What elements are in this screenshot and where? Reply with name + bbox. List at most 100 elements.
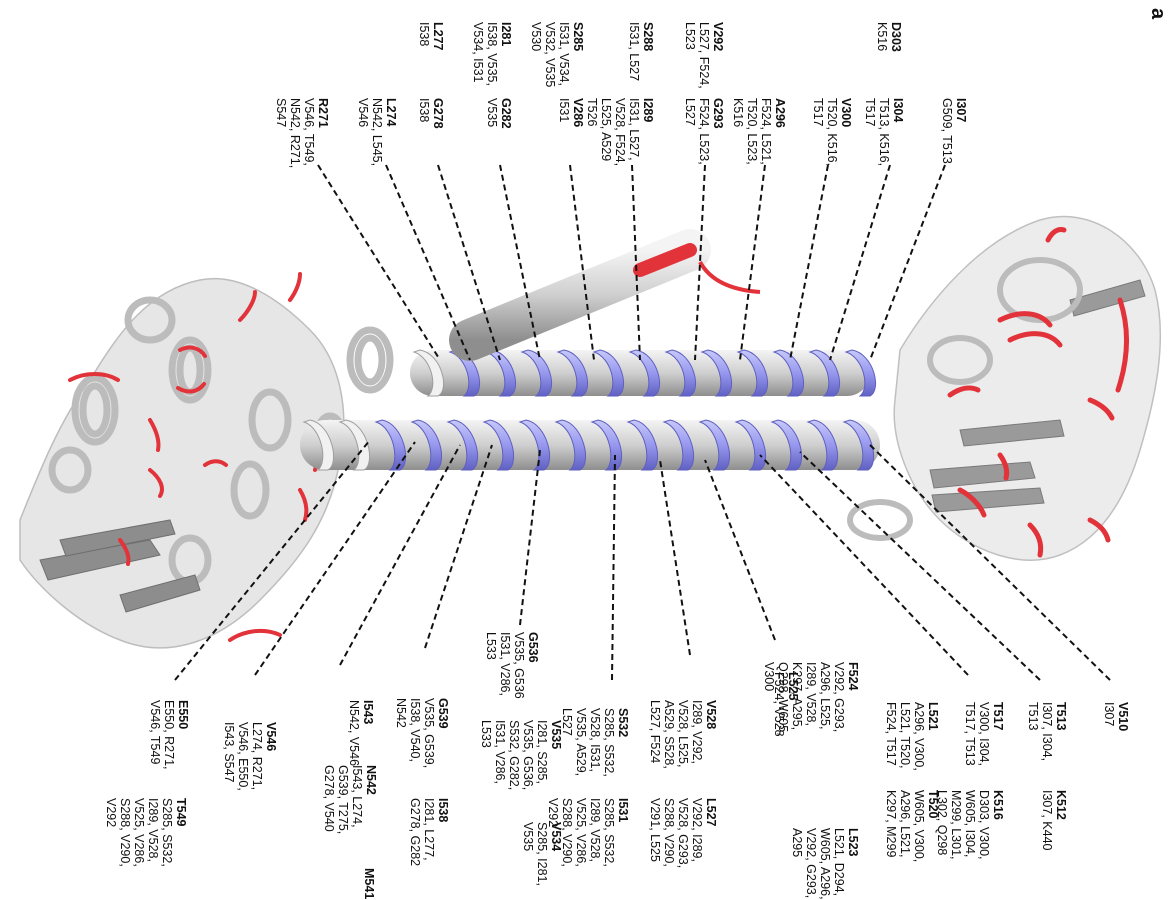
residue-name: L521	[926, 702, 940, 771]
contact-residues: G539, T275,	[336, 765, 350, 834]
residue-label-L274: L274N542, L545,V546	[356, 98, 398, 166]
residue-label-G539: G539V535, G539,I538, V540,N542	[394, 698, 450, 768]
contact-residues: S285, S532,	[160, 798, 174, 867]
residue-name: I289	[641, 98, 655, 166]
contact-residues: A296, V300,	[912, 702, 926, 771]
contact-residues: L527, F524,	[697, 22, 711, 89]
residue-label-S288: S288I531, L527	[627, 22, 655, 81]
contact-residues: I531, V534,	[557, 22, 571, 87]
residue-name: G278	[431, 98, 445, 129]
contact-residues: V546, T549,	[302, 98, 316, 168]
contact-residues: V292	[104, 798, 118, 867]
contact-residues: V292, I289,	[690, 798, 704, 868]
leader-line-I543	[340, 445, 460, 665]
contact-residues: T520, K516,	[825, 98, 839, 166]
contact-residues: V535	[485, 98, 499, 129]
contact-residues: I281, L277,	[422, 798, 436, 866]
contact-residues: L302, Q298	[935, 790, 949, 860]
residue-name: M541	[362, 868, 376, 899]
residue-name: L277	[431, 22, 445, 51]
residue-label-T513: T513I307, I304,T513	[1026, 702, 1068, 761]
leader-line-S285	[570, 165, 594, 360]
helix-lower	[300, 420, 880, 470]
contact-residues: K297, M299	[884, 790, 898, 862]
contact-residues: V292, G293,	[832, 662, 846, 736]
contact-residues: I538	[417, 98, 431, 129]
residue-name: V300	[839, 98, 853, 166]
leader-line-V528	[660, 460, 690, 655]
residue-label-V528: V528I289, V292,V528, L525,A529, S528,L52…	[648, 700, 718, 769]
residue-name: I538	[436, 798, 450, 866]
residue-name: S532	[616, 708, 630, 777]
residue-name: V510	[1116, 702, 1130, 731]
contact-residues: V532, V535	[543, 22, 557, 87]
contact-residues: I307, I304,	[1040, 702, 1054, 761]
contact-residues: V528, I531,	[588, 708, 602, 777]
contact-residues: G278, V540	[322, 765, 336, 834]
contact-residues: I307	[1102, 702, 1116, 731]
contact-residues: S288, V290,	[560, 798, 574, 867]
contact-residues: V535, A529,	[574, 708, 588, 777]
contact-residues: V300	[762, 662, 776, 736]
contact-residues: N542	[394, 698, 408, 768]
contact-residues: V546, E550,	[236, 722, 250, 791]
residue-label-G278: G278I538	[417, 98, 445, 129]
contact-residues: S285, S532,	[602, 798, 616, 867]
contact-residues: I281, S285,	[535, 720, 549, 790]
contact-residues: T520, L523,	[745, 98, 759, 165]
contact-residues: I289, V528,	[146, 798, 160, 867]
contact-residues: L274, R271,	[250, 722, 264, 791]
contact-residues: V291, L525	[648, 798, 662, 868]
residue-name: R271	[316, 98, 330, 168]
contact-residues: I531, V286,	[493, 720, 507, 790]
residue-label-I304: I304T513, K516,T517	[863, 98, 905, 166]
residue-name: T517	[991, 702, 1005, 766]
contact-residues: W605, V300,	[912, 790, 926, 862]
contact-residues: I531, V286,	[498, 632, 512, 699]
contact-residues: A529, S528,	[662, 700, 676, 769]
residue-name: G282	[499, 98, 513, 129]
contact-residues: I543, L274,	[350, 765, 364, 834]
residue-name: F524	[846, 662, 860, 736]
residue-label-F524: F524V292, G293,A296, L525,I289, V528,K29…	[762, 662, 860, 736]
residue-name: I304	[891, 98, 905, 166]
contact-residues: L533	[479, 720, 493, 790]
contact-residues: I543, S547	[222, 722, 236, 791]
residue-name: I531	[616, 798, 630, 867]
residue-label-I531: I531S285, S532,I289, V528,V525, V286,S28…	[546, 798, 630, 867]
contact-residues: I538, V540,	[408, 698, 422, 768]
residue-name: L274	[384, 98, 398, 166]
contact-residues: V528, G293,	[676, 798, 690, 868]
contact-residues: T517	[863, 98, 877, 166]
residue-label-V535: V535I281, S285,V535, G536,S532, G282,I53…	[479, 720, 563, 790]
leader-line-G539	[425, 445, 492, 648]
residue-label-E550: E550E550, R271,V546, T549	[148, 700, 190, 770]
contact-residues: T513, K516,	[877, 98, 891, 166]
contact-residues: L525, A529	[599, 98, 613, 166]
residue-name: G539	[436, 698, 450, 768]
contact-residues: M299, L301,	[949, 790, 963, 860]
contact-residues: V300, I304,	[977, 702, 991, 766]
residue-label-L527: L527V292, I289,V528, G293,S288, V290,V29…	[648, 798, 718, 868]
residue-name: T513	[1054, 702, 1068, 761]
residue-name: T549	[174, 798, 188, 867]
contact-residues: A296, L525,	[818, 662, 832, 736]
contact-residues: A296, L521,	[898, 790, 912, 862]
residue-label-G293: G293F524, L523,L527	[683, 98, 725, 165]
contact-residues: I531, L527,	[627, 98, 641, 166]
contact-residues: K297, A295,	[790, 662, 804, 736]
contact-residues: V535, G539,	[422, 698, 436, 768]
residue-name: S285	[571, 22, 585, 87]
helix-diagonal	[470, 250, 760, 340]
residue-name: V292	[711, 22, 725, 89]
residue-name: K512	[1054, 790, 1068, 850]
contact-residues: V528, L525,	[676, 700, 690, 769]
contact-residues: I538	[417, 22, 431, 51]
contact-residues: T526	[585, 98, 599, 166]
contact-residues: I289, V292,	[690, 700, 704, 769]
contact-residues: I289, V528,	[588, 798, 602, 867]
contact-residues: N542, V546	[347, 700, 361, 766]
contact-residues: V535, G536,	[521, 720, 535, 790]
residue-label-V546: V546L274, R271,V546, E550,I543, S547	[222, 722, 278, 791]
residue-label-T549: T549S285, S532,I289, V528,V525, V286,S28…	[104, 798, 188, 867]
